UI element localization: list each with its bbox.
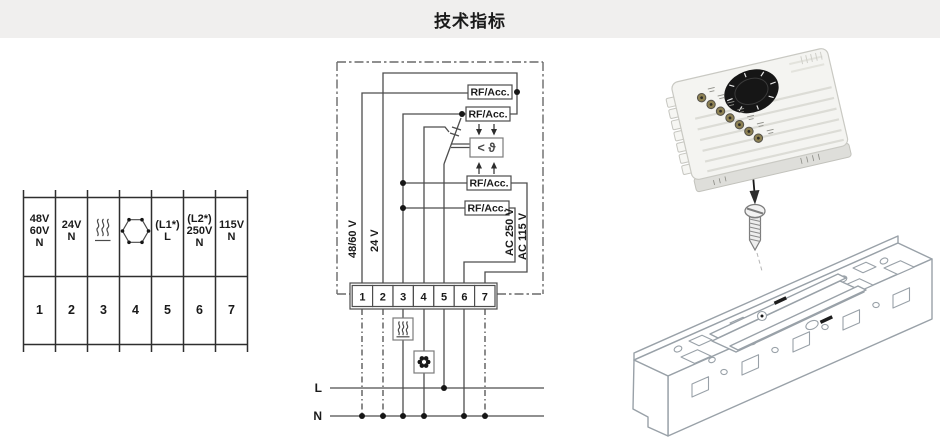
live-line-label: L [315,381,322,395]
wiring-diagram: RF/Acc. RF/Acc. RF/Acc. RF/Acc. < ϑ [313,61,544,423]
svg-text:N: N [196,237,204,249]
svg-text:2: 2 [68,303,75,317]
rf-acc-box-3: RF/Acc. [466,175,512,191]
svg-text:RF/Acc.: RF/Acc. [467,203,506,215]
junction-dots [359,89,520,419]
terminal-screws [696,92,764,143]
label-ac115v: AC 115 V [517,212,529,260]
svg-text:6: 6 [461,292,467,304]
mounting-rail [632,235,933,437]
label-48-60v: 48/60 V [347,219,359,258]
svg-text:250V: 250V [187,225,213,237]
svg-text:7: 7 [482,292,488,304]
svg-text:1: 1 [36,303,43,317]
table-col7-label: 115V [219,219,245,231]
svg-text:N: N [36,237,44,249]
table-col6-label: (L2*) [187,213,212,225]
internal-wiring [361,72,528,283]
table-col1-label: 48V [30,213,50,225]
svg-text:3: 3 [100,303,107,317]
table-grid [22,190,249,352]
mounting-illustration [632,48,933,437]
mounting-screw [744,203,766,272]
fan-symbol [413,350,435,374]
rf-acc-box-4: RF/Acc. [464,200,510,216]
svg-text:5: 5 [164,303,171,317]
thermostat-device [665,48,852,193]
heater-icon [95,218,111,242]
table-col2-label: 24V [62,219,82,231]
thermostat-sensor-symbol: < ϑ [469,124,504,174]
fan-icon [120,217,151,245]
terminal-strip: 1 2 3 4 5 6 7 [349,282,498,310]
svg-text:RF/Acc.: RF/Acc. [469,178,508,190]
svg-text:N: N [68,231,76,243]
terminal-print-marks [707,87,774,135]
svg-text:1: 1 [359,292,365,304]
temperature-dial [724,69,779,114]
terminal-assignment-table: 48V 60V N 24V N (L1*) L (L2*) 250V N 115… [22,190,249,352]
label-24v: 24 V [369,229,381,252]
svg-text:RF/Acc.: RF/Acc. [468,109,507,121]
svg-text:N: N [228,231,236,243]
heater-symbol [392,317,414,341]
label-ac250v: AC 250 V [504,208,516,256]
table-number-row: 1 2 3 4 5 6 7 [36,303,235,317]
svg-text:3: 3 [400,292,406,304]
page-title: 技术指标 [434,11,506,31]
din-rail-clip [709,273,867,353]
svg-text:RF/Acc.: RF/Acc. [470,87,509,99]
svg-text:60V: 60V [30,225,50,237]
svg-text:2: 2 [380,292,386,304]
svg-text:L: L [164,231,171,243]
rf-acc-box-2: RF/Acc. [465,106,511,122]
svg-text:< ϑ: < ϑ [477,141,496,155]
rf-acc-box-1: RF/Acc. [467,84,513,100]
svg-text:4: 4 [132,303,139,317]
svg-text:4: 4 [421,292,428,304]
svg-text:6: 6 [196,303,203,317]
svg-text:5: 5 [441,292,447,304]
page-header: 技术指标 [0,0,940,38]
neutral-line-label: N [313,409,322,423]
svg-text:7: 7 [228,303,235,317]
table-col5-label: (L1*) [155,219,180,231]
external-wiring [330,309,544,417]
